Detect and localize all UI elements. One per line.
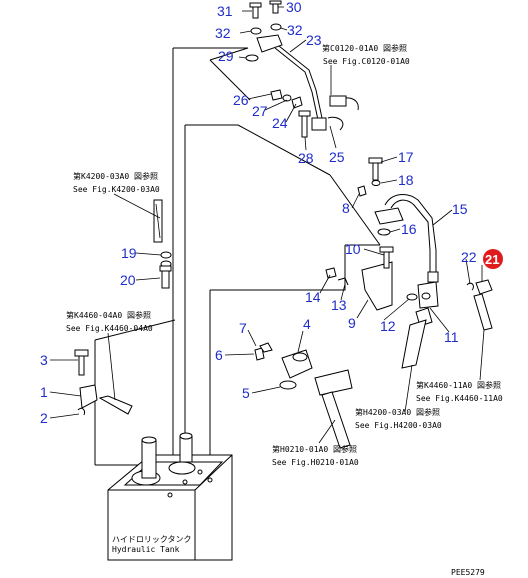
top-bracket-group — [245, 0, 283, 62]
reference-notes: 第C0120-01A0 図参照 See Fig.C0120-01A0 第K420… — [66, 43, 503, 577]
left-parts-1-2-3 — [74, 349, 133, 416]
ref-k4460-04-en: See Fig.K4460-04A0 — [66, 324, 153, 333]
callout-14[interactable]: 14 — [305, 289, 321, 305]
callout-13[interactable]: 13 — [331, 297, 347, 313]
callout-27[interactable]: 27 — [252, 103, 268, 119]
tank-label-jp: ハイドロリックタンク — [112, 535, 192, 544]
ref-k4200-jp: 第K4200-03A0 図参照 — [73, 171, 158, 181]
callout-21[interactable]: 21 — [485, 252, 499, 267]
ref-c0120-jp: 第C0120-01A0 図参照 — [322, 43, 407, 53]
ref-h4200-en: See Fig.H4200-03A0 — [355, 421, 442, 430]
ref-k4200-en: See Fig.K4200-03A0 — [73, 185, 160, 194]
callout-31[interactable]: 31 — [217, 3, 233, 19]
callout-21-highlight — [483, 249, 503, 269]
callout-8[interactable]: 8 — [342, 200, 350, 216]
callout-20[interactable]: 20 — [120, 272, 136, 288]
ref-h0210-en: See Fig.H0210-01A0 — [272, 458, 359, 467]
pipe-23 — [274, 45, 359, 131]
callout-29[interactable]: 29 — [218, 48, 234, 64]
callout-3[interactable]: 3 — [40, 352, 48, 368]
pipe-15 — [357, 157, 437, 275]
frame-lines — [94, 47, 381, 466]
tank-label-en: Hydraulic Tank — [112, 545, 180, 554]
callout-15[interactable]: 15 — [452, 201, 468, 217]
ref-h4200-jp: 第H4200-03A0 図参照 — [355, 407, 440, 417]
callout-30[interactable]: 30 — [286, 0, 302, 15]
reference-arrows — [107, 65, 485, 444]
callout-5[interactable]: 5 — [242, 385, 250, 401]
callout-22[interactable]: 22 — [461, 249, 477, 265]
callout-9[interactable]: 9 — [348, 315, 356, 331]
callout-1[interactable]: 1 — [40, 384, 48, 400]
small-fasteners — [270, 89, 311, 138]
callouts: 31 30 32 32 23 29 26 27 24 28 25 17 18 8… — [40, 0, 503, 426]
callout-7[interactable]: 7 — [239, 320, 247, 336]
callout-4[interactable]: 4 — [303, 316, 311, 332]
ref-h0210-jp: 第H0210-01A0 図参照 — [272, 444, 357, 454]
callout-16[interactable]: 16 — [401, 221, 417, 237]
left-parts-19-20 — [153, 199, 172, 289]
center-parts-4-7 — [254, 342, 353, 449]
callout-11[interactable]: 11 — [444, 329, 459, 345]
callout-23[interactable]: 23 — [306, 32, 322, 48]
callout-19[interactable]: 19 — [121, 245, 137, 261]
callout-25[interactable]: 25 — [329, 149, 345, 165]
callout-6[interactable]: 6 — [215, 347, 223, 363]
ref-k4460-04-jp: 第K4460-04A0 図参照 — [66, 310, 151, 320]
bracket-9 — [325, 246, 439, 311]
callout-2[interactable]: 2 — [40, 410, 48, 426]
callout-26[interactable]: 26 — [233, 92, 249, 108]
ref-k4460-11-en: See Fig.K4460-11A0 — [416, 394, 503, 403]
callout-17[interactable]: 17 — [398, 149, 414, 165]
callout-24[interactable]: 24 — [272, 115, 288, 131]
callout-32-right[interactable]: 32 — [287, 22, 303, 38]
callout-18[interactable]: 18 — [398, 172, 414, 188]
ref-k4460-11-jp: 第K4460-11A0 図参照 — [416, 380, 501, 390]
callout-10[interactable]: 10 — [345, 241, 361, 257]
callout-12[interactable]: 12 — [380, 318, 396, 334]
fitting-21-22 — [401, 279, 493, 369]
ref-c0120-en: See Fig.C0120-01A0 — [323, 57, 410, 66]
callout-leaders — [49, 6, 483, 419]
drawing-code: PEE5279 — [451, 568, 485, 577]
hydraulic-tank: ハイドロリックタンク Hydraulic Tank — [107, 432, 233, 561]
callout-32-left[interactable]: 32 — [215, 25, 231, 41]
callout-28[interactable]: 28 — [298, 150, 314, 166]
